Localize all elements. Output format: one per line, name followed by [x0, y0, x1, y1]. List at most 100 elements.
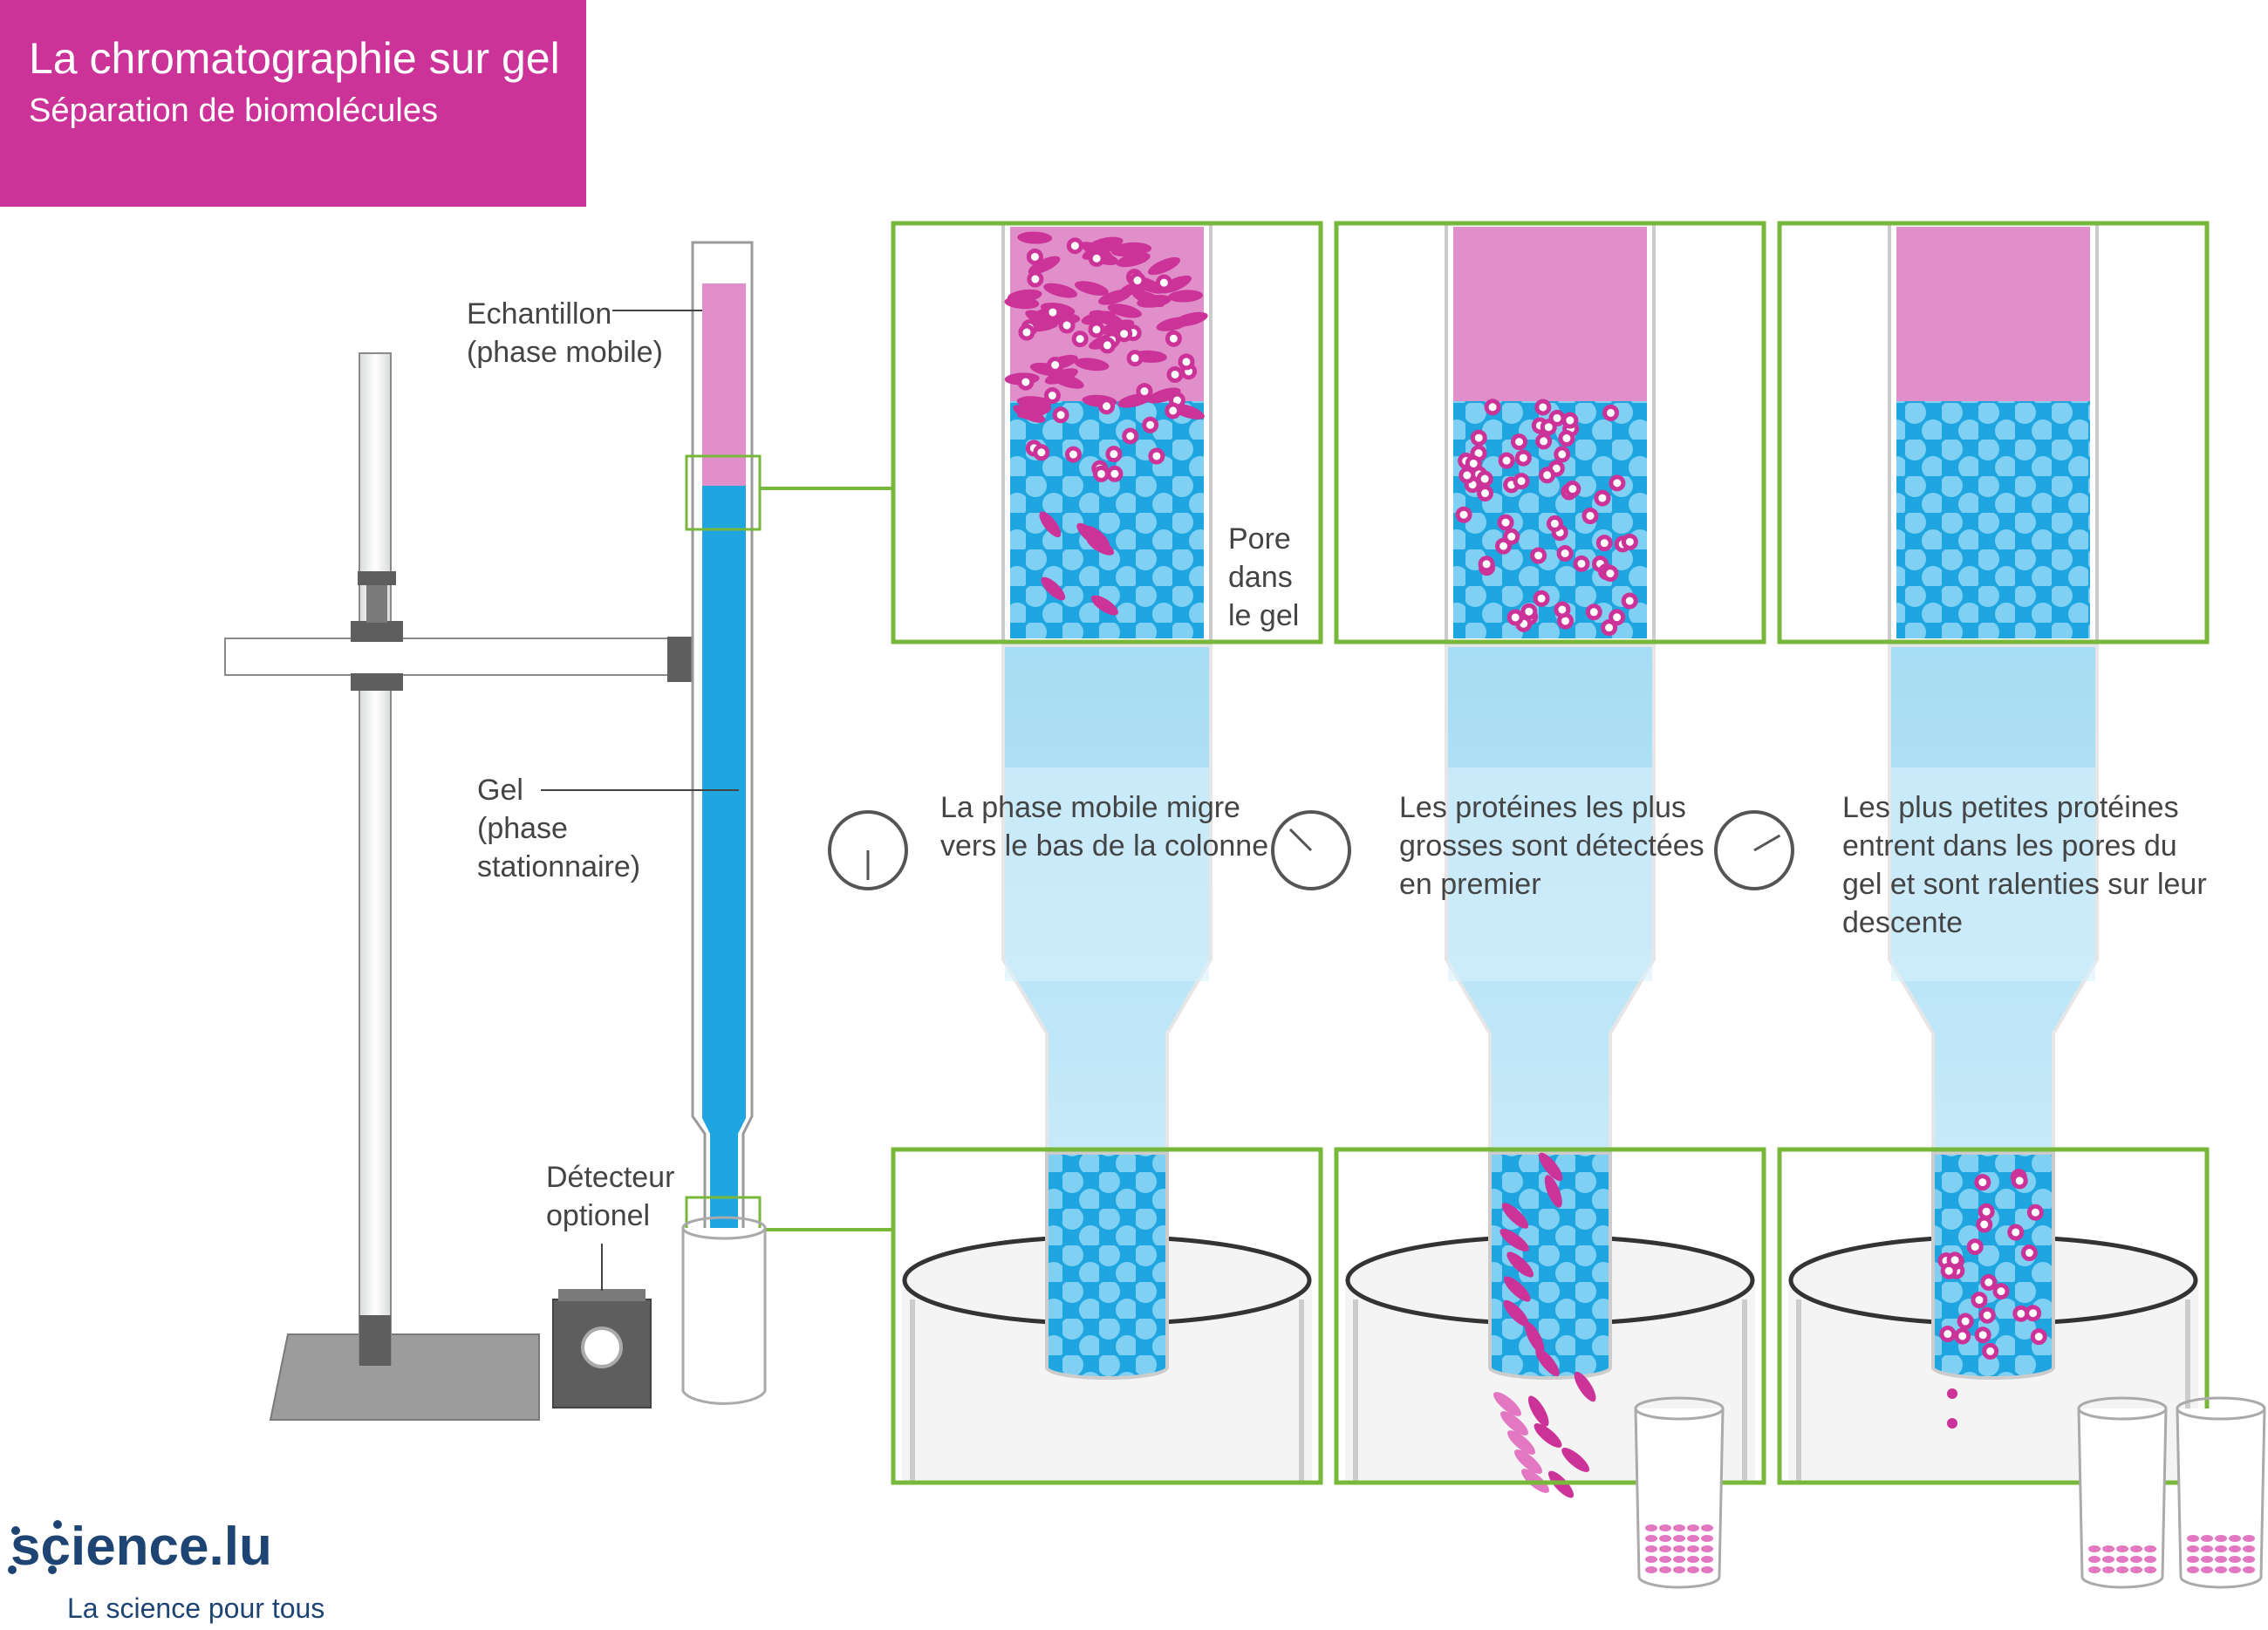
- collected-protein: [2243, 1535, 2255, 1542]
- small-protein: [1992, 1283, 2010, 1300]
- large-protein: [1503, 1276, 1531, 1302]
- step-3-text-3: gel et sont ralenties sur leur: [1842, 868, 2207, 901]
- collected-protein: [1687, 1535, 1699, 1542]
- collected-protein: [1645, 1545, 1657, 1552]
- small-protein: [1556, 545, 1574, 563]
- collected-protein: [2144, 1566, 2156, 1573]
- small-protein: [1535, 433, 1553, 450]
- collected-protein: [2201, 1535, 2213, 1542]
- collected-protein: [1645, 1524, 1657, 1531]
- collected-protein: [1673, 1545, 1685, 1552]
- large-protein: [1147, 256, 1181, 276]
- large-protein: [1525, 1321, 1545, 1354]
- small-protein: [1026, 248, 1043, 265]
- small-protein: [1602, 404, 1620, 421]
- small-protein: [1558, 430, 1575, 447]
- logo-tagline: La science pour tous: [67, 1592, 325, 1624]
- small-protein: [1148, 447, 1165, 465]
- large-protein: [1535, 1347, 1560, 1377]
- small-protein: [1601, 619, 1618, 637]
- small-protein: [1155, 274, 1172, 291]
- small-protein: [1476, 470, 1493, 488]
- small-protein: [1105, 446, 1123, 463]
- small-protein: [1540, 419, 1557, 436]
- large-protein: [1017, 231, 1053, 244]
- collected-protein: [1645, 1535, 1657, 1542]
- tube-glass: [2077, 1408, 2168, 1589]
- large-protein: [1147, 387, 1181, 404]
- tube-rim: [1634, 1396, 1725, 1421]
- tube-rim: [2077, 1396, 2168, 1421]
- gel-label-sub2: stationnaire): [477, 850, 641, 883]
- collected-protein: [2243, 1545, 2255, 1552]
- small-protein: [1506, 609, 1524, 626]
- pore-label-3: le gel: [1228, 599, 1300, 632]
- large-protein: [1028, 256, 1061, 275]
- collected-protein: [1687, 1545, 1699, 1552]
- collection-tube: [681, 1216, 767, 1405]
- small-protein: [1539, 467, 1556, 484]
- small-protein: [1533, 590, 1550, 607]
- small-protein: [1498, 452, 1515, 469]
- panel-3: [1714, 221, 2210, 1485]
- small-protein: [1966, 1238, 1984, 1256]
- large-protein: [1168, 290, 1204, 303]
- small-protein: [1530, 547, 1547, 564]
- logo-dot: [11, 1526, 20, 1535]
- pore-label: Pore: [1228, 522, 1291, 556]
- small-protein: [1585, 604, 1602, 621]
- collected-protein: [1687, 1566, 1699, 1573]
- detector: [552, 1289, 652, 1408]
- small-protein: [1594, 489, 1611, 507]
- collected-protein: [2201, 1566, 2213, 1573]
- collected-protein: [2215, 1545, 2227, 1552]
- small-protein: [1564, 481, 1581, 498]
- fraction-tube-1: [1634, 1396, 1725, 1589]
- collected-protein: [1701, 1566, 1713, 1573]
- collected-protein: [1659, 1545, 1671, 1552]
- sample-label-sub: (phase mobile): [467, 336, 663, 369]
- collected-protein: [2116, 1545, 2128, 1552]
- small-protein: [1018, 324, 1035, 341]
- tube-glass: [1634, 1408, 1725, 1589]
- small-protein: [1511, 433, 1528, 451]
- large-protein: [1107, 303, 1142, 318]
- collected-protein: [2243, 1556, 2255, 1563]
- step-2-text: Les protéines les plus: [1399, 791, 1686, 824]
- small-protein: [1978, 1203, 1995, 1220]
- collected-protein: [2229, 1556, 2241, 1563]
- small-protein: [1470, 429, 1487, 447]
- small-protein: [1064, 446, 1082, 463]
- small-protein: [1534, 399, 1552, 416]
- small-protein: [1513, 473, 1530, 490]
- small-protein: [1974, 1327, 1991, 1344]
- large-protein: [1076, 522, 1102, 546]
- collected-protein: [1701, 1535, 1713, 1542]
- collected-protein: [1645, 1556, 1657, 1563]
- zoom-frame-top: [1334, 221, 1766, 644]
- small-protein: [1088, 321, 1105, 338]
- small-protein: [2011, 1172, 2028, 1190]
- pore-label-2: dans: [1228, 561, 1293, 594]
- collected-protein: [2102, 1556, 2114, 1563]
- step-1-text-2: vers le bas de la colonne: [940, 829, 1269, 863]
- collected-protein: [2215, 1535, 2227, 1542]
- collected-protein: [1701, 1545, 1713, 1552]
- large-protein: [1041, 576, 1066, 601]
- small-protein: [2025, 1305, 2042, 1322]
- large-protein: [1100, 319, 1135, 335]
- small-protein: [1017, 373, 1035, 391]
- large-protein: [1074, 358, 1110, 372]
- step-3-text-2: entrent dans les pores du: [1842, 829, 2177, 863]
- collected-protein: [2088, 1545, 2101, 1552]
- small-protein: [1621, 592, 1638, 610]
- collected-protein: [1673, 1566, 1685, 1573]
- small-protein: [2026, 1204, 2044, 1221]
- small-protein: [1178, 353, 1195, 371]
- large-protein: [1156, 317, 1191, 331]
- small-protein: [1974, 1174, 1991, 1191]
- large-protein: [1131, 290, 1165, 308]
- collected-protein: [2229, 1566, 2241, 1573]
- collected-protein: [1687, 1556, 1699, 1563]
